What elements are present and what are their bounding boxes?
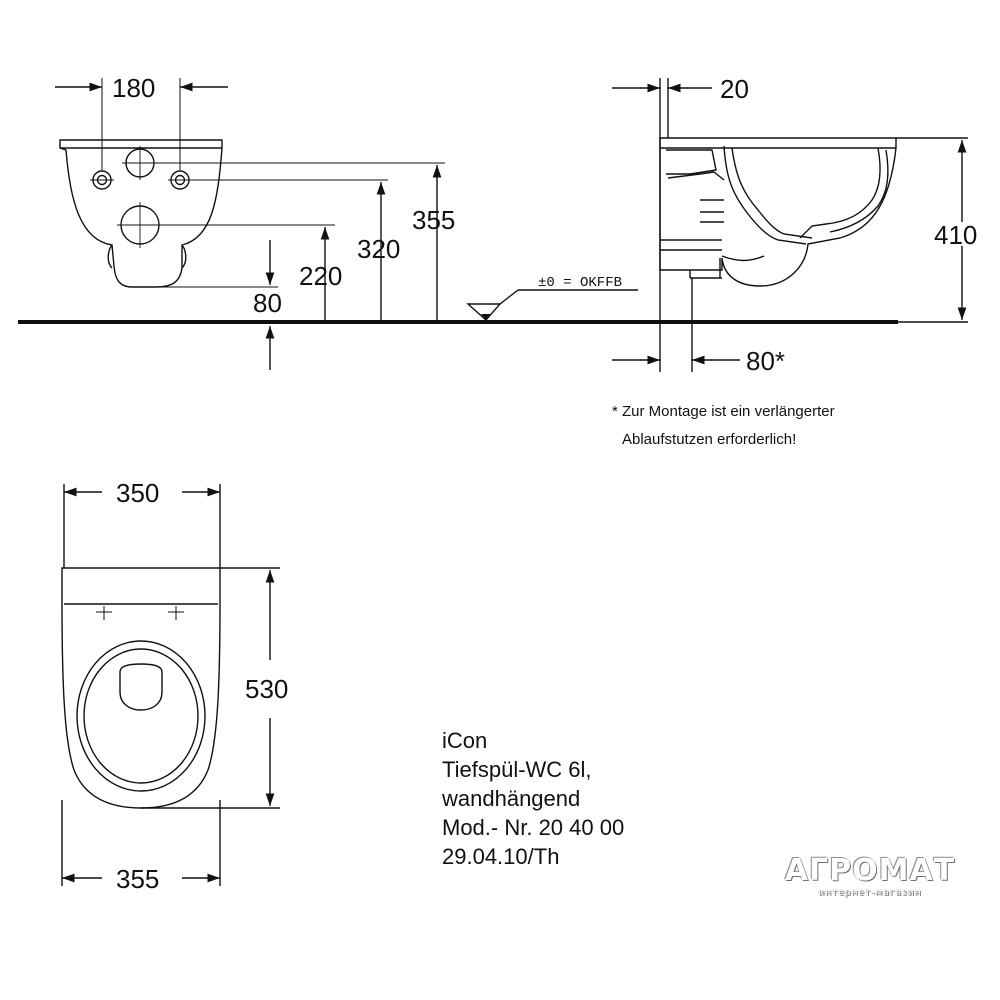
dim-height-355: 355 [412,205,455,235]
top-view: 350 530 355 [61,478,288,894]
seat-fixing-marks [96,606,184,620]
footnote-line-2: Ablaufstutzen erforderlich! [622,431,796,448]
product-mounting: wandhängend [442,786,581,811]
floor-reference-label: ±0 = OKFFB [538,275,622,291]
front-view-body [59,139,223,288]
dim-height-320: 320 [357,234,400,264]
side-view: 20 410 80* [612,74,977,376]
product-date: 29.04.10/Th [442,844,560,869]
dim-side-offset: 20 [720,74,749,104]
dim-depth-530: 530 [245,674,288,704]
dim-height-220: 220 [299,261,342,291]
dim-front-width: 180 [112,73,155,103]
watermark-logo: АГРОМАТ интернет-магазин [780,853,960,898]
product-info: iCon Tiefspül-WC 6l, wandhängend Mod.- N… [442,726,624,871]
dim-side-80-star: 80* [746,346,785,376]
dim-height-410: 410 [934,220,977,250]
product-model-number: Mod.- Nr. 20 40 00 [442,815,625,840]
product-type: Tiefspül-WC 6l, [442,757,592,782]
dim-bottom-width-355: 355 [116,864,159,894]
floor-level-symbol: ±0 = OKFFB [466,275,638,321]
side-view-body [659,137,897,287]
product-name: iCon [442,728,488,753]
watermark-brand: АГРОМАТ [784,853,956,888]
footnote-line-1: * Zur Montage ist ein verlängerter [612,403,835,420]
dim-height-80: 80 [253,288,282,318]
front-view: 180 355 320 220 80 [55,73,455,370]
bowl-rim-outer [76,640,206,792]
bowl-rim-inner [83,648,199,784]
bowl-outlet [119,663,163,711]
dim-top-width-350: 350 [116,478,159,508]
watermark-tagline: интернет-магазин [818,888,922,898]
